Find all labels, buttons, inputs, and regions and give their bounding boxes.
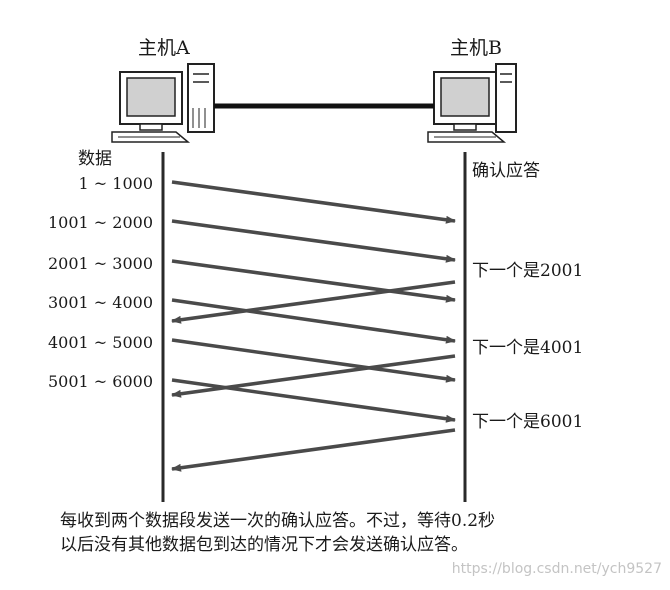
data-arrows bbox=[171, 180, 456, 423]
ack-arrow bbox=[171, 280, 456, 324]
data-segment-arrow bbox=[171, 219, 456, 263]
ack-label: 下一个是2001 bbox=[472, 261, 584, 281]
segment-range-label: 1001 ~ 2000 bbox=[47, 213, 153, 232]
data-segment-arrow bbox=[171, 378, 456, 423]
sender-column-label: 数据 bbox=[78, 149, 112, 169]
segment-range-label: 3001 ~ 4000 bbox=[47, 293, 153, 312]
watermark-text: https://blog.csdn.net/ych9527 bbox=[451, 561, 662, 577]
host-a-computer-icon bbox=[111, 63, 215, 143]
caption-line-2: 以后没有其他数据包到达的情况下才会发送确认应答。 bbox=[60, 535, 468, 555]
data-segment-arrow bbox=[171, 298, 456, 344]
segment-range-label: 2001 ~ 3000 bbox=[47, 254, 153, 273]
ack-arrows bbox=[171, 280, 456, 472]
host-a-label: 主机A bbox=[138, 37, 190, 59]
ack-arrow bbox=[171, 428, 456, 472]
receiver-column-label: 确认应答 bbox=[472, 161, 540, 181]
caption-line-1: 每收到两个数据段发送一次的确认应答。不过，等待0.2秒 bbox=[60, 511, 496, 531]
segment-range-label: 5001 ~ 6000 bbox=[47, 372, 153, 391]
ack-arrow bbox=[171, 354, 456, 398]
segment-range-label: 4001 ~ 5000 bbox=[47, 333, 153, 352]
ack-label: 下一个是4001 bbox=[472, 338, 584, 358]
data-segment-arrow bbox=[171, 338, 456, 383]
segment-range-label: 1 ~ 1000 bbox=[78, 174, 153, 193]
data-segment-arrow bbox=[171, 180, 456, 224]
host-b-label: 主机B bbox=[450, 37, 502, 59]
ack-label: 下一个是6001 bbox=[472, 412, 584, 432]
host-b-computer-icon bbox=[427, 63, 517, 143]
data-segment-arrow bbox=[171, 259, 456, 303]
